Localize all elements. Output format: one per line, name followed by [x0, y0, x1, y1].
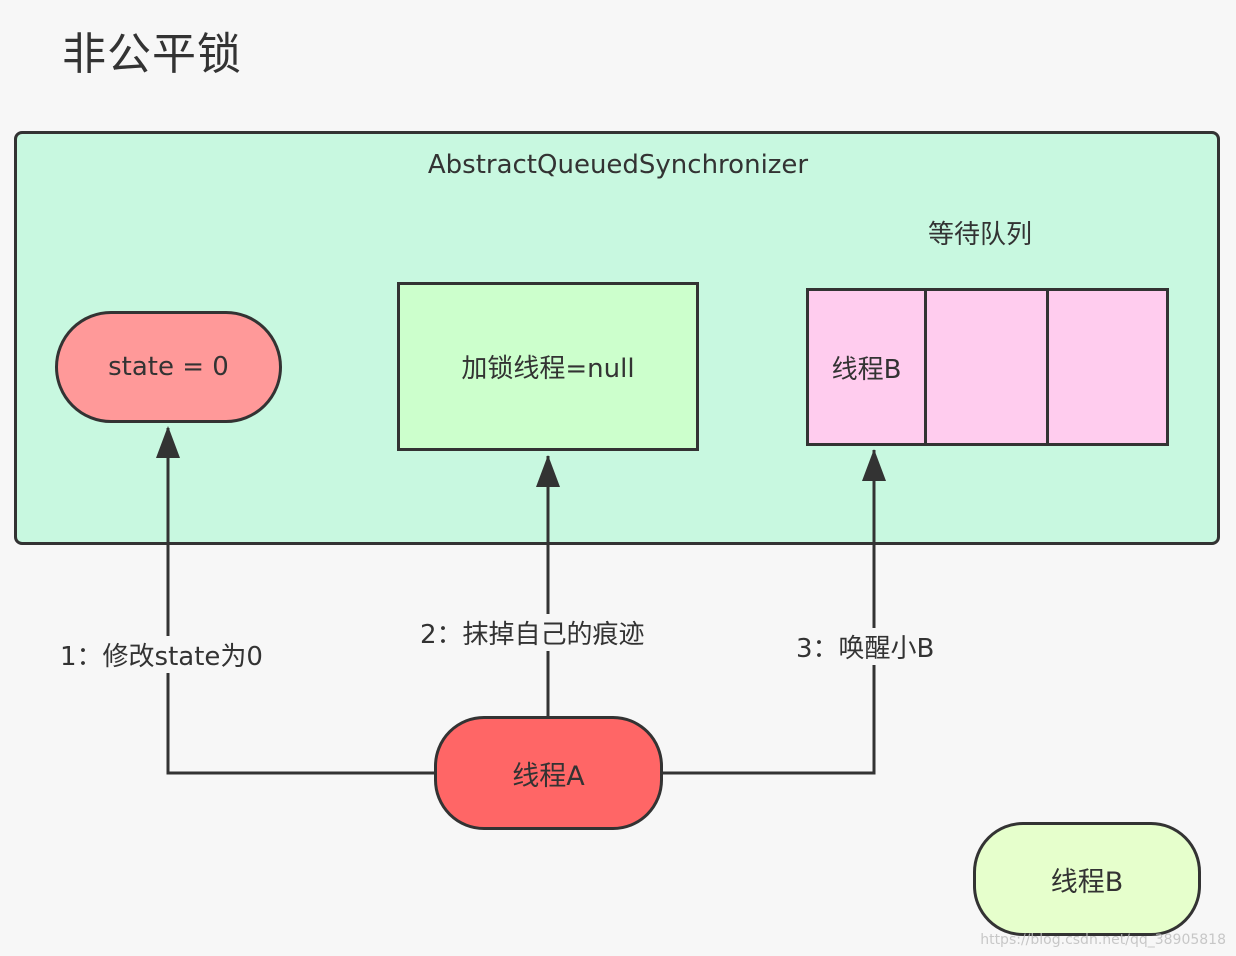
state-node: state = 0: [55, 311, 282, 423]
thread-a-text: 线程A: [512, 760, 585, 792]
diagram-title: 非公平锁: [62, 29, 242, 80]
arrow-head-queue: [862, 449, 886, 481]
thread-b-node: 线程B: [973, 822, 1201, 936]
step-3-label: 3：唤醒小B: [794, 628, 937, 665]
thread-a-node: 线程A: [434, 716, 663, 830]
queue-cell: [1049, 291, 1166, 443]
wait-queue-label: 等待队列: [927, 220, 1032, 250]
thread-b-text: 线程B: [1050, 866, 1124, 898]
lock-thread-node: 加锁线程=null: [397, 282, 699, 451]
queue-cell: 线程B: [809, 291, 927, 443]
aqs-label: AbstractQueuedSynchronizer: [427, 150, 809, 180]
queue-cell: [927, 291, 1049, 443]
step-2-label: 2：抹掉自己的痕迹: [418, 614, 647, 651]
step-1-label: 1：修改state为0: [58, 636, 265, 673]
watermark: https://blog.csdn.net/qq_38905818: [980, 932, 1226, 948]
arrow-head-state: [156, 426, 180, 458]
arrow-to-state: [166, 428, 434, 775]
queue-cell-text: 线程B: [831, 354, 902, 385]
wait-queue: 线程B: [806, 288, 1169, 446]
lock-thread-text: 加锁线程=null: [461, 354, 635, 384]
arrow-head-lock: [536, 455, 560, 487]
state-text: state = 0: [108, 352, 229, 382]
arrow-to-queue: [663, 450, 876, 775]
